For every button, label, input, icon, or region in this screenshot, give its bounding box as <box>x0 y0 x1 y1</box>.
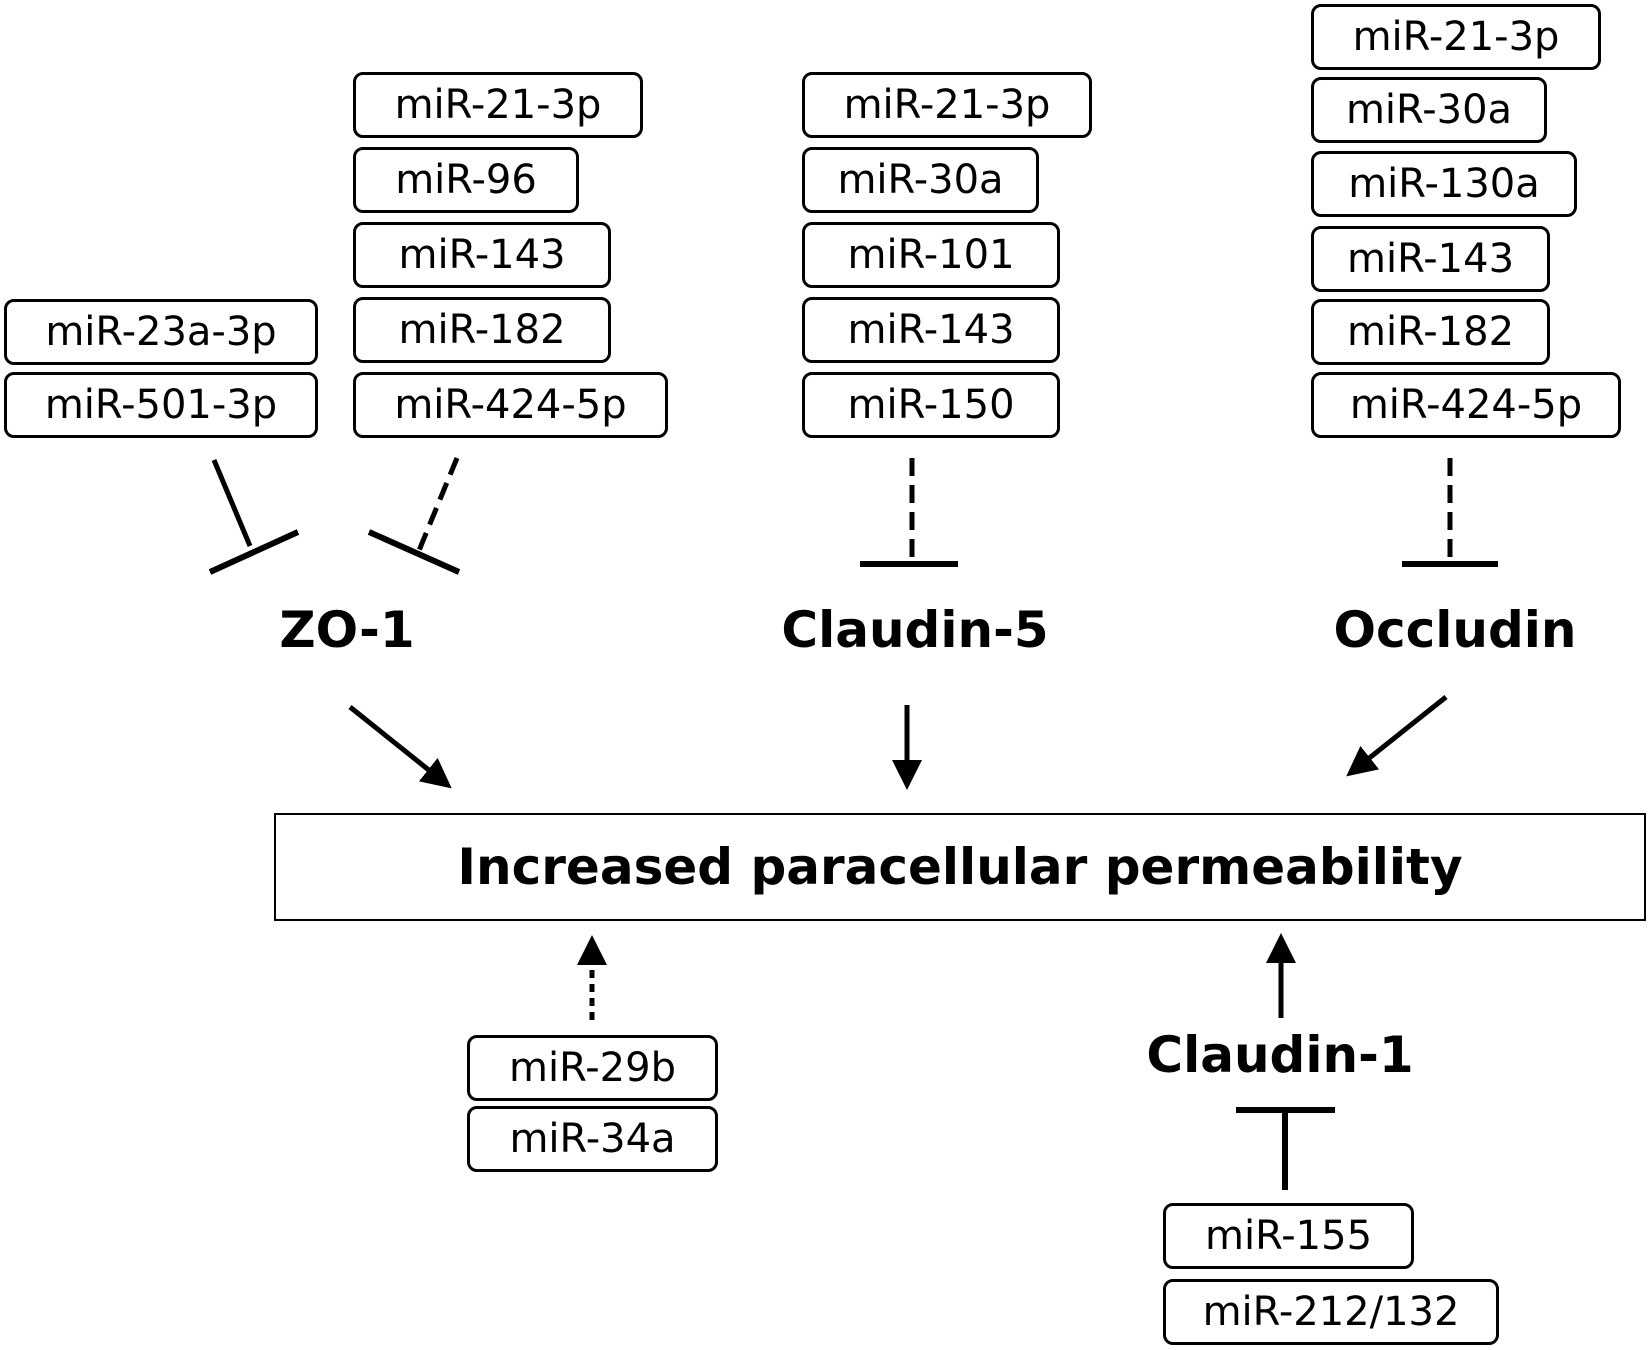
mirna-label: miR-182 <box>398 307 566 353</box>
mirna-box-zo1-direct-0: miR-23a-3p <box>4 299 318 365</box>
mirna-label: miR-21-3p <box>394 82 602 128</box>
arrow-zo1-to-outcome <box>348 705 452 789</box>
mirna-box-claudin5-4: miR-150 <box>802 372 1060 438</box>
outcome-box: Increased paracellular permeability <box>274 813 1646 921</box>
mirna-box-zo1-indirect-1: miR-96 <box>353 147 579 213</box>
inhibition-stem-zo1-indirect <box>415 457 460 554</box>
inhibition-bar-zo1-direct <box>208 529 300 575</box>
protein-label-zo1: ZO-1 <box>279 601 415 659</box>
mirna-box-claudin5-1: miR-30a <box>802 147 1039 213</box>
mirna-label: miR-150 <box>847 382 1015 428</box>
mirna-box-occludin-3: miR-143 <box>1311 226 1550 292</box>
mirna-label: miR-212/132 <box>1202 1289 1460 1335</box>
mirna-label: miR-101 <box>847 232 1015 278</box>
mirna-label: miR-424-5p <box>394 382 627 428</box>
mirna-label: miR-143 <box>1346 236 1515 282</box>
mirna-box-zo1-indirect-3: miR-182 <box>353 297 611 363</box>
mirna-box-zo1-indirect-0: miR-21-3p <box>353 72 643 138</box>
mirna-box-permeability-1: miR-34a <box>467 1106 718 1172</box>
mirna-label: miR-21-3p <box>843 82 1051 128</box>
mirna-label: miR-143 <box>847 307 1015 353</box>
mirna-label: miR-34a <box>509 1116 676 1162</box>
mirna-box-zo1-indirect-2: miR-143 <box>353 222 611 288</box>
mirna-box-permeability-0: miR-29b <box>467 1035 718 1101</box>
mirna-label: miR-30a <box>837 157 1004 203</box>
mirna-label: miR-96 <box>395 157 537 203</box>
mirna-box-occludin-5: miR-424-5p <box>1311 372 1621 438</box>
outcome-label: Increased paracellular permeability <box>457 838 1463 896</box>
mirna-label: miR-23a-3p <box>45 309 277 355</box>
protein-label-claudin1: Claudin-1 <box>1146 1026 1414 1084</box>
protein-label-occludin: Occludin <box>1333 601 1577 659</box>
protein-label-claudin5: Claudin-5 <box>781 601 1049 659</box>
mirna-label: miR-424-5p <box>1349 382 1583 428</box>
mirna-label: miR-21-3p <box>1352 14 1560 60</box>
inhibition-bar-zo1-indirect <box>367 529 461 575</box>
mirna-box-claudin1-0: miR-155 <box>1163 1203 1414 1269</box>
mirna-box-claudin1-1: miR-212/132 <box>1163 1279 1499 1345</box>
mirna-box-claudin5-3: miR-143 <box>802 297 1060 363</box>
mirna-box-occludin-1: miR-30a <box>1311 77 1547 143</box>
mirna-label: miR-182 <box>1346 309 1515 355</box>
mirna-label: miR-143 <box>398 232 566 278</box>
mirna-box-occludin-2: miR-130a <box>1311 151 1577 217</box>
mirna-label: miR-29b <box>509 1045 676 1091</box>
mirna-box-occludin-4: miR-182 <box>1311 299 1550 365</box>
mirna-box-claudin5-0: miR-21-3p <box>802 72 1092 138</box>
mirna-label: miR-501-3p <box>44 382 278 428</box>
mirna-label: miR-155 <box>1204 1213 1373 1259</box>
mirna-label: miR-130a <box>1348 161 1540 207</box>
arrow-occludin-to-outcome <box>1346 695 1448 777</box>
mirna-box-occludin-0: miR-21-3p <box>1311 4 1601 70</box>
mirna-box-zo1-indirect-4: miR-424-5p <box>353 372 668 438</box>
mirna-label: miR-30a <box>1345 87 1513 133</box>
inhibition-stem-zo1-direct <box>211 459 253 547</box>
mirna-box-claudin5-2: miR-101 <box>802 222 1060 288</box>
mirna-box-zo1-direct-1: miR-501-3p <box>4 372 318 438</box>
